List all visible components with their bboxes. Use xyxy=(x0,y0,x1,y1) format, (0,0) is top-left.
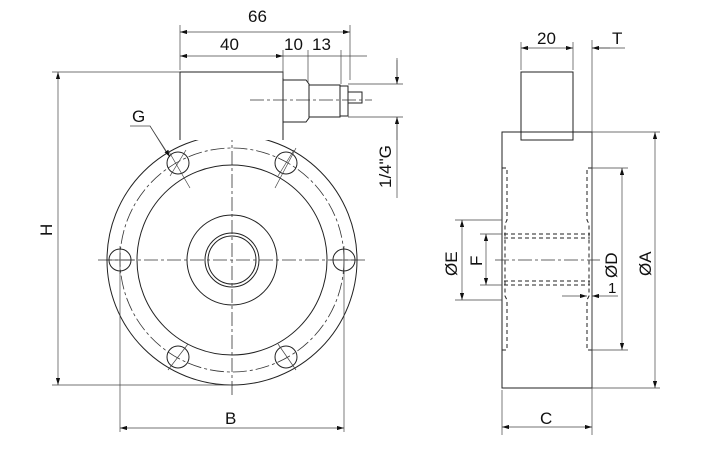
label-f: F xyxy=(467,256,486,266)
dim-66: 66 xyxy=(248,7,267,26)
front-view: 66 40 10 13 G H B 1/4"G xyxy=(37,7,403,432)
dim-20: 20 xyxy=(537,29,556,48)
dim-40: 40 xyxy=(220,35,239,54)
label-thread: 1/4"G xyxy=(376,145,395,188)
dim-13: 13 xyxy=(312,35,331,54)
label-g: G xyxy=(132,107,145,126)
label-d: ØD xyxy=(602,253,621,279)
label-h: H xyxy=(37,224,56,236)
side-view: 20 T ØA ØD ØE F C 1 xyxy=(442,29,660,435)
housing xyxy=(179,71,284,140)
label-c: C xyxy=(540,409,552,428)
label-b: B xyxy=(225,409,236,428)
label-a: ØA xyxy=(636,251,655,276)
label-e: ØE xyxy=(442,251,461,276)
dim-1: 1 xyxy=(608,280,616,297)
recess-hidden xyxy=(502,167,592,351)
label-t: T xyxy=(612,29,622,48)
housing-side xyxy=(520,71,574,141)
centerlines xyxy=(98,128,368,395)
connector xyxy=(283,79,363,123)
bore-hidden xyxy=(504,233,590,286)
dim-10: 10 xyxy=(284,35,303,54)
